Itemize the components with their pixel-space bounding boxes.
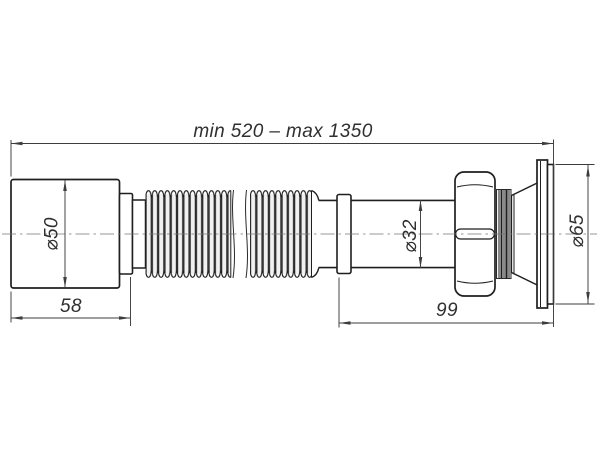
dimension-overall-length: min 520 – max 1350 xyxy=(10,121,554,327)
arrowhead xyxy=(11,141,23,146)
outlet-tube xyxy=(318,193,455,275)
cone-top-slope xyxy=(511,182,538,197)
nut-top-chamfer xyxy=(456,184,494,188)
gasket-rings xyxy=(496,189,512,279)
arrowhead xyxy=(63,277,67,288)
nut-bottom-chamfer xyxy=(456,280,494,284)
arrowhead xyxy=(418,257,423,268)
dimension-label-outlet-length: 99 xyxy=(436,300,458,321)
arrowhead xyxy=(63,180,67,191)
break-line-right xyxy=(245,189,248,279)
dimension-inlet-length: 58 xyxy=(10,277,131,326)
dimension-tube-diameter: ⌀32 xyxy=(400,200,423,268)
hose-taper-top xyxy=(311,189,320,201)
dimension-label-tube-diameter: ⌀32 xyxy=(400,219,421,253)
dimension-outlet-diameter: ⌀65 xyxy=(555,164,595,305)
hose-taper-bottom xyxy=(311,267,320,279)
arrowhead xyxy=(339,321,351,325)
dimension-label-outlet-diameter: ⌀65 xyxy=(567,214,588,248)
arrowhead xyxy=(542,321,554,325)
cone-bottom-slope xyxy=(511,271,538,286)
arrowhead xyxy=(586,165,590,177)
dimension-label-inlet-diameter: ⌀50 xyxy=(42,217,63,251)
arrowhead xyxy=(418,200,423,211)
arrowhead xyxy=(586,292,590,303)
arrowhead xyxy=(11,316,23,320)
arrowhead xyxy=(542,141,554,146)
dimension-outlet-length: 99 xyxy=(338,277,554,328)
dimension-inlet-diameter: ⌀50 xyxy=(42,180,67,288)
arrowhead xyxy=(119,316,131,320)
dimension-label-inlet-length: 58 xyxy=(60,296,82,317)
outlet-cone xyxy=(510,182,538,286)
dimension-label-overall-length: min 520 – max 1350 xyxy=(193,121,372,142)
